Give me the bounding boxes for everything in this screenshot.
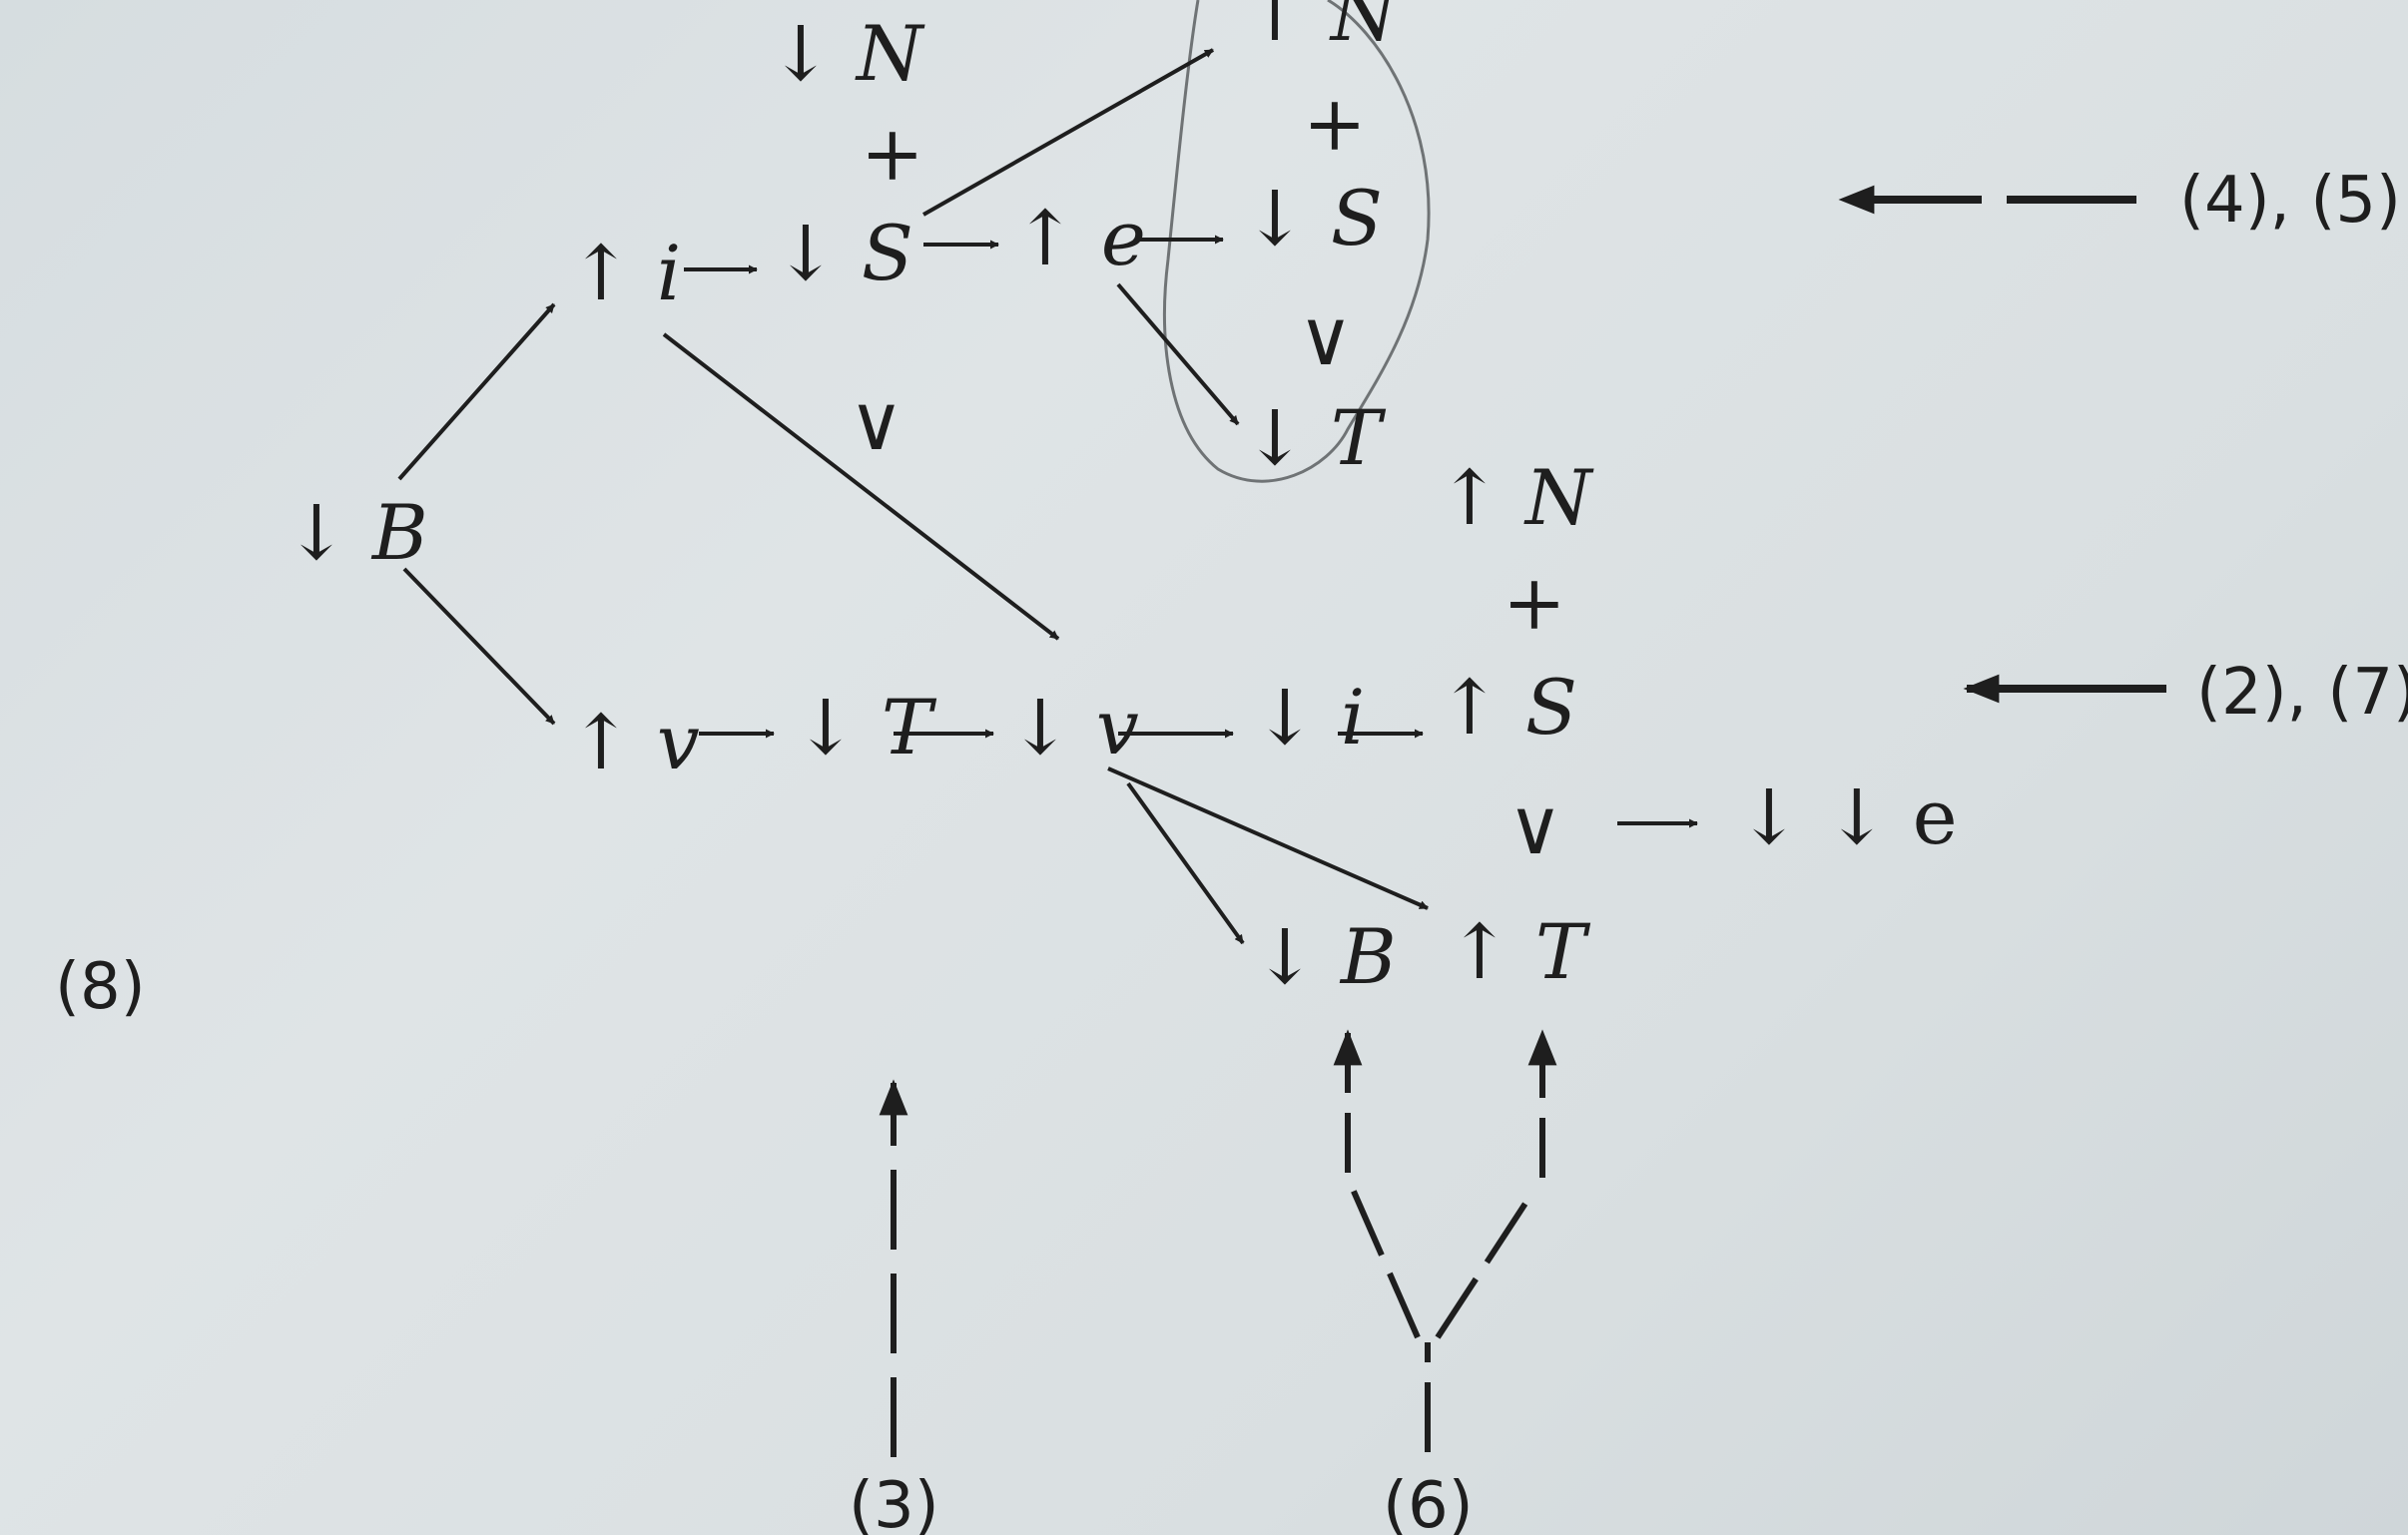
edge-S-to-N-up <box>922 48 1214 217</box>
ref-label-4-5: (4), (5) <box>2179 164 2401 238</box>
node-S-down-top: ↓ S <box>774 209 913 297</box>
edge-v-to-T-up <box>1107 767 1429 910</box>
node-vee-mid: ∨ <box>849 378 904 467</box>
node-S-down2: ↓ S <box>1243 174 1383 262</box>
ref-label-2-7: (2), (7) <box>2196 656 2408 730</box>
node-e-up: ↑ e <box>1013 194 1146 282</box>
edge-e-to-T <box>1116 282 1240 426</box>
node-T-down-top: ↓ T <box>1243 393 1387 482</box>
node-vee-top: ∨ <box>1298 293 1354 382</box>
node-i-up: ↑ i <box>569 229 681 317</box>
node-N-up-mid: ↑ N <box>1438 453 1594 542</box>
edge-v-to-B <box>1126 781 1245 945</box>
node-N-down-top: ↓ N <box>769 9 925 98</box>
dashed-branch-6-left <box>1345 1176 1421 1339</box>
ref-label-3: (3) <box>849 1469 939 1535</box>
node-v-down: ↓ v <box>1008 683 1139 771</box>
edge-B-to-i <box>397 302 556 481</box>
node-T-up-bot: ↑ T <box>1448 907 1591 996</box>
dashed-branch-6-right <box>1435 1191 1535 1339</box>
node-i-down: ↓ i <box>1253 673 1365 762</box>
node-S-up-mid: ↑ S <box>1438 663 1577 752</box>
edge-B-to-v <box>402 567 556 726</box>
node-e-down2: ↓ ↓ e <box>1737 772 1958 861</box>
node-plus-mid: + <box>1503 558 1566 647</box>
node-B-down-bot: ↓ B <box>1253 912 1397 1001</box>
pencil-circle-annotation <box>1163 0 1431 483</box>
ref-label-6: (6) <box>1383 1469 1474 1535</box>
node-plus-top2: + <box>1303 79 1367 168</box>
edge-i-to-v-down <box>662 332 1060 641</box>
ref-label-8: (8) <box>55 950 146 1024</box>
node-N-up-top: ↑ N <box>1243 0 1400 58</box>
node-v-up: ↑ v <box>569 698 700 786</box>
node-B-down-left: ↓ B <box>285 488 428 577</box>
node-vee-low: ∨ <box>1507 782 1563 871</box>
node-plus-top: + <box>861 109 924 198</box>
node-T-down-mid: ↓ T <box>794 683 937 771</box>
